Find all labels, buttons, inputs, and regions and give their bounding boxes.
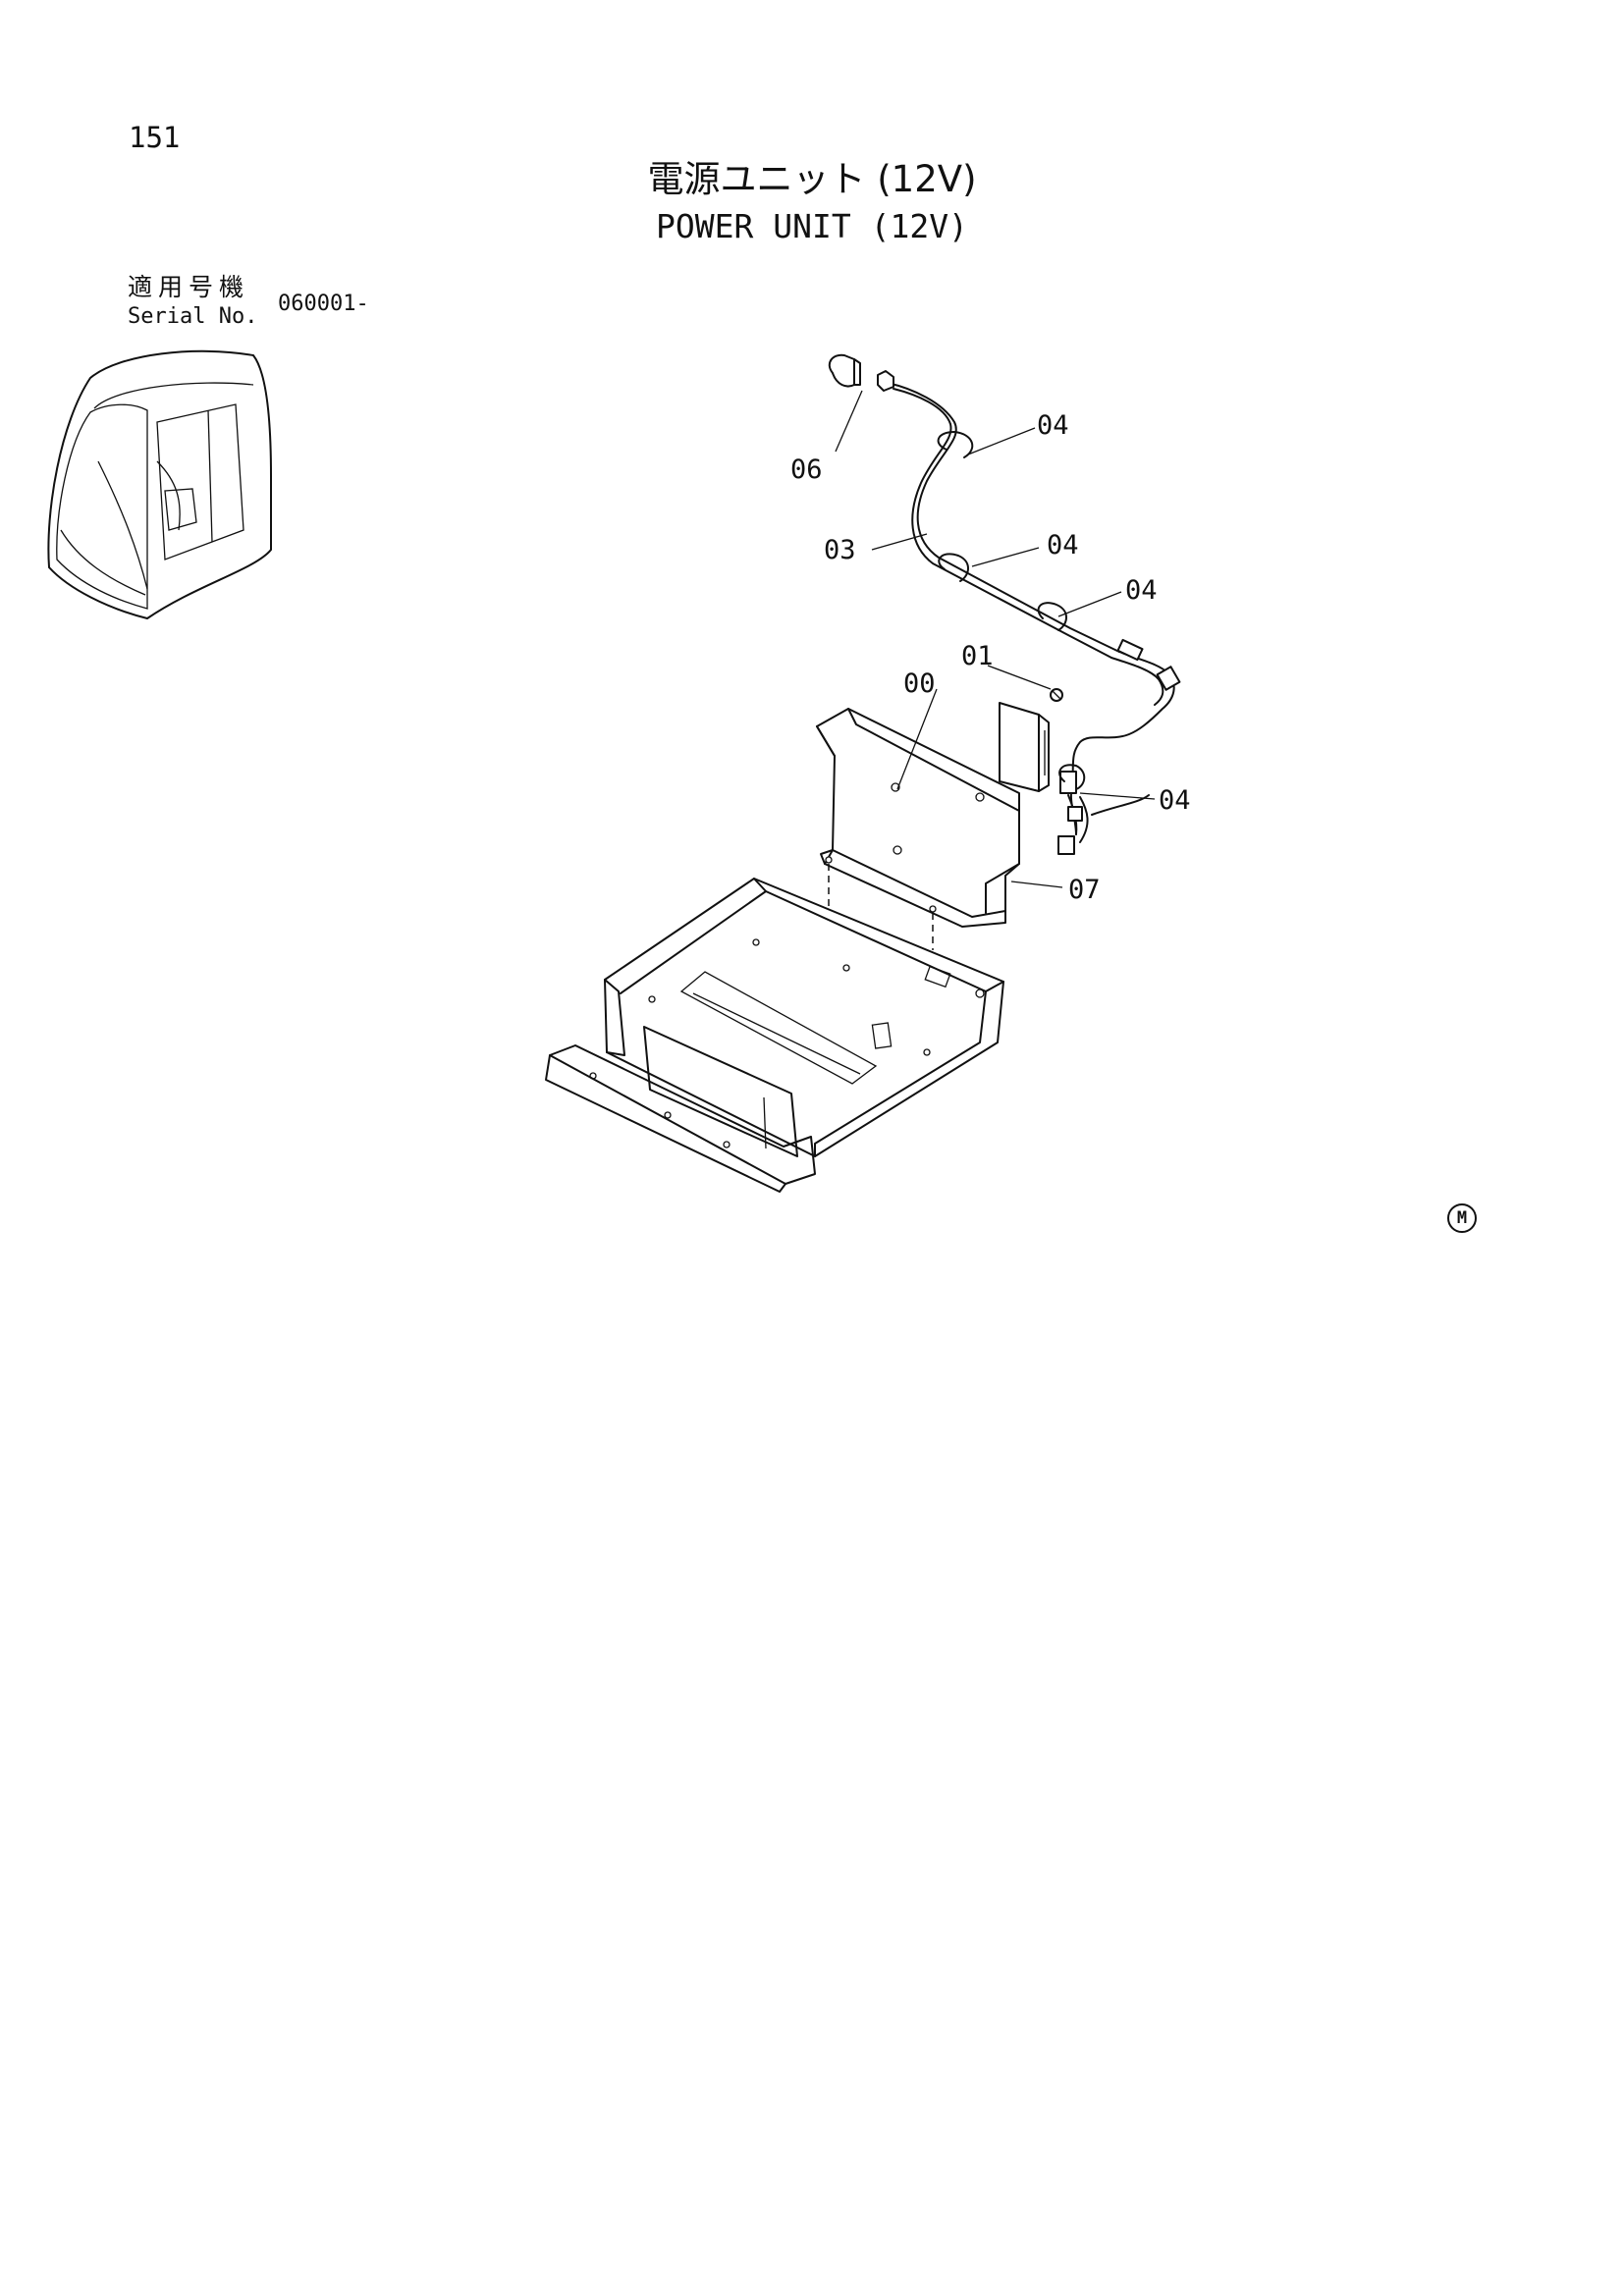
page-title-english: POWER UNIT (12V) <box>656 207 968 245</box>
leader-lines <box>835 390 1156 888</box>
callout-04-right: 04 <box>1125 575 1158 606</box>
callout-04-bottom: 04 <box>1159 785 1191 816</box>
cab-thumbnail <box>47 349 272 619</box>
serial-label-japanese: 適用号機 <box>128 273 250 301</box>
connector-plug <box>828 353 894 392</box>
floor-plate <box>545 878 1004 1193</box>
manufacturer-mark: M <box>1447 1203 1477 1233</box>
serial-label-english: Serial No. <box>128 304 258 329</box>
callout-03: 03 <box>824 535 856 565</box>
power-unit-box <box>999 702 1050 792</box>
wire-harness <box>887 382 1181 855</box>
callout-06: 06 <box>790 454 823 485</box>
serial-number-range: 060001- <box>278 292 369 316</box>
callout-01: 01 <box>961 641 994 671</box>
screw <box>1050 688 1063 702</box>
mounting-bracket <box>816 708 1020 950</box>
callout-07: 07 <box>1068 875 1101 905</box>
page-title-japanese: 電源ユニット (12V) <box>647 158 977 200</box>
page-number: 151 <box>129 121 181 154</box>
wire-clips <box>937 431 1086 790</box>
callout-00: 00 <box>903 668 936 699</box>
callout-04-top: 04 <box>1037 410 1069 441</box>
callout-04-middle: 04 <box>1047 530 1079 561</box>
